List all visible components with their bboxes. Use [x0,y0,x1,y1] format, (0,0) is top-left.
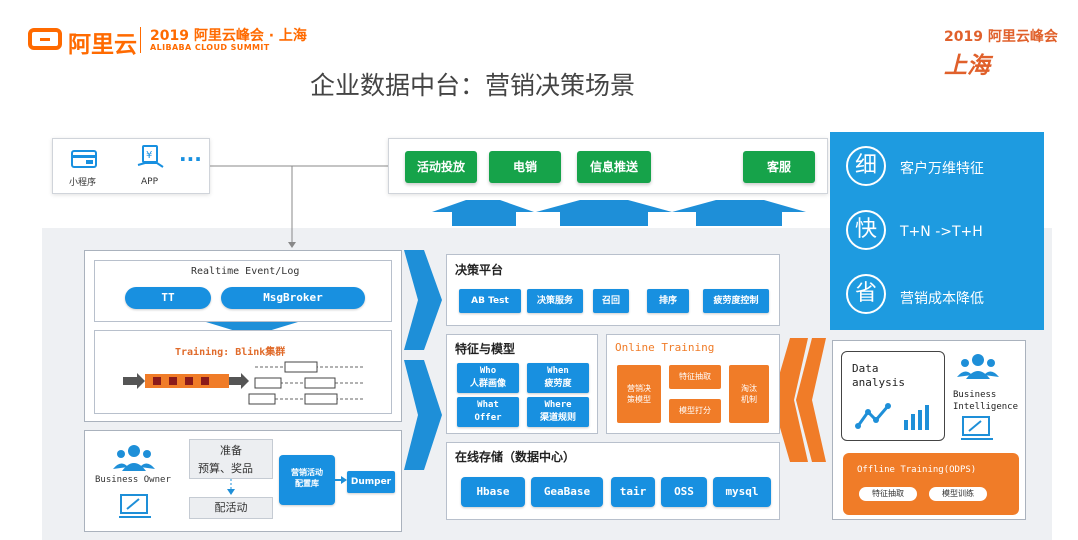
mini-program-label: 小程序 [69,178,97,188]
bi-laptop-icon [961,416,993,440]
who-desc: 人群画像 [469,379,506,389]
eliminate-mechanism-block[interactable]: 淘汰 机制 [729,365,769,423]
hbase-button[interactable]: Hbase [461,477,525,507]
recall-button[interactable]: 召回 [593,289,629,313]
parallel-tasks-icon [248,361,365,405]
benefit-char-fast: 快 [846,210,886,250]
benefit-text-fine: 客户万维特征 [900,161,984,177]
ab-test-button[interactable]: AB Test [459,289,521,313]
app-icon: ¥ [137,145,164,168]
geabase-button[interactable]: GeaBase [531,477,603,507]
business-intelligence-label: Business Intelligence [953,390,1019,412]
budget-label: 预算、奖品 [198,462,253,475]
what-desc: Offer [474,413,502,423]
laptop-edit-icon [119,494,151,518]
logo-text: 阿里云 [68,32,137,58]
online-training-title: Online Training [615,341,715,354]
decision-platform-title: 决策平台 [455,263,504,277]
business-owner-box: Business Owner 准备 预算、奖品 配活动 营销活动 配置库 Dum… [84,430,402,532]
channel-telesales-button[interactable]: 电销 [489,151,561,183]
channel-push-button[interactable]: 信息推送 [577,151,651,183]
channel-activity-button[interactable]: 活动投放 [405,151,477,183]
feature-model-box: 特征与模型 Who 人群画像 When 疲劳度 What Offer Where… [446,334,598,434]
data-analysis-label: Data analysis [852,362,905,389]
config-activity-box: 配活动 [189,497,273,519]
online-feature-extract-button[interactable]: 特征抽取 [669,365,721,389]
when-label: When [547,366,569,376]
training-box: Training: Blink集群 [94,330,392,414]
business-intelligence-users-icon [957,354,999,379]
campaign-config-db[interactable]: 营销活动 配置库 [279,455,335,505]
online-model-score-button[interactable]: 模型打分 [669,399,721,423]
where-label: Where [544,400,572,410]
business-owner-users-icon [113,445,155,471]
benefit-char-fine: 细 [846,146,886,186]
prepare-label: 准备 [220,444,242,457]
training-label: Training: Blink集群 [175,347,286,358]
when-button[interactable]: When 疲劳度 [527,363,589,393]
svg-text:¥: ¥ [146,150,152,161]
benefit-char-save: 省 [846,274,886,314]
data-analysis-card: Data analysis [841,351,945,441]
realtime-title: Realtime Event/Log [191,266,300,277]
alibaba-cloud-logo-icon [28,28,62,50]
offline-training-card: Offline Training(ODPS) 特征抽取 模型训练 [843,453,1019,515]
where-button[interactable]: Where 渠道规则 [527,397,589,427]
analysis-box: Data analysis Business Intelligence Offl… [832,340,1026,520]
business-owner-label: Business Owner [95,475,171,485]
stream-pipeline-icon [123,373,249,389]
ranking-button[interactable]: 排序 [647,289,689,313]
online-training-box: Online Training 营销决 策模型 特征抽取 模型打分 淘汰 机制 [606,334,780,434]
app-label: APP [141,177,159,187]
msgbroker-button[interactable]: MsgBroker [221,287,365,309]
what-label: What [477,400,499,410]
header-divider [140,27,141,53]
page-title: 企业数据中台：营销决策场景 [310,71,636,100]
summit-title-cn: 2019 阿里云峰会 · 上海 [150,28,307,44]
what-button[interactable]: What Offer [457,397,519,427]
realtime-event-box: Realtime Event/Log TT MsgBroker [94,260,392,322]
benefits-panel: 细 客户万维特征 快 T+N ->T+H 省 营销成本降低 [830,132,1044,330]
offline-model-train-button[interactable]: 模型训练 [929,487,987,501]
top-right-city: 上海 [944,52,990,79]
benefit-text-save: 营销成本降低 [900,291,984,307]
oss-button[interactable]: OSS [661,477,707,507]
apps-box: 小程序 ¥ APP ··· [52,138,210,194]
online-storage-title: 在线存储（数据中心） [455,450,576,464]
campaign-model-block[interactable]: 营销决 策模型 [617,365,661,423]
decision-service-button[interactable]: 决策服务 [527,289,583,313]
who-button[interactable]: Who 人群画像 [457,363,519,393]
summit-title-en: ALIBABA CLOUD SUMMIT [150,43,270,52]
mysql-button[interactable]: mysql [713,477,771,507]
arrow-right-icon [335,476,347,484]
more-dots-icon: ··· [179,147,202,171]
dumper-button[interactable]: Dumper [347,471,395,493]
channel-service-button[interactable]: 客服 [743,151,815,183]
when-desc: 疲劳度 [544,379,572,389]
analytics-chart-icon [855,403,929,430]
tair-button[interactable]: tair [611,477,655,507]
channel-box: 活动投放 电销 信息推送 客服 [388,138,828,194]
top-right-summit: 2019 阿里云峰会 [944,29,1058,45]
dashed-down-arrow-icon [227,479,235,495]
feature-model-title: 特征与模型 [455,342,516,356]
mini-program-icon [71,150,97,168]
fatigue-control-button[interactable]: 疲劳度控制 [703,289,769,313]
online-storage-box: 在线存储（数据中心） Hbase GeaBase tair OSS mysql [446,442,780,520]
prepare-box: 准备 预算、奖品 [189,439,273,479]
offline-training-title: Offline Training(ODPS) [857,465,977,475]
tt-button[interactable]: TT [125,287,211,309]
decision-platform-box: 决策平台 AB Test 决策服务 召回 排序 疲劳度控制 [446,254,780,326]
where-desc: 渠道规则 [539,413,576,423]
who-label: Who [479,366,497,376]
benefit-text-fast: T+N ->T+H [900,224,983,240]
down-arrow-icon [206,322,298,336]
offline-feature-extract-button[interactable]: 特征抽取 [859,487,917,501]
